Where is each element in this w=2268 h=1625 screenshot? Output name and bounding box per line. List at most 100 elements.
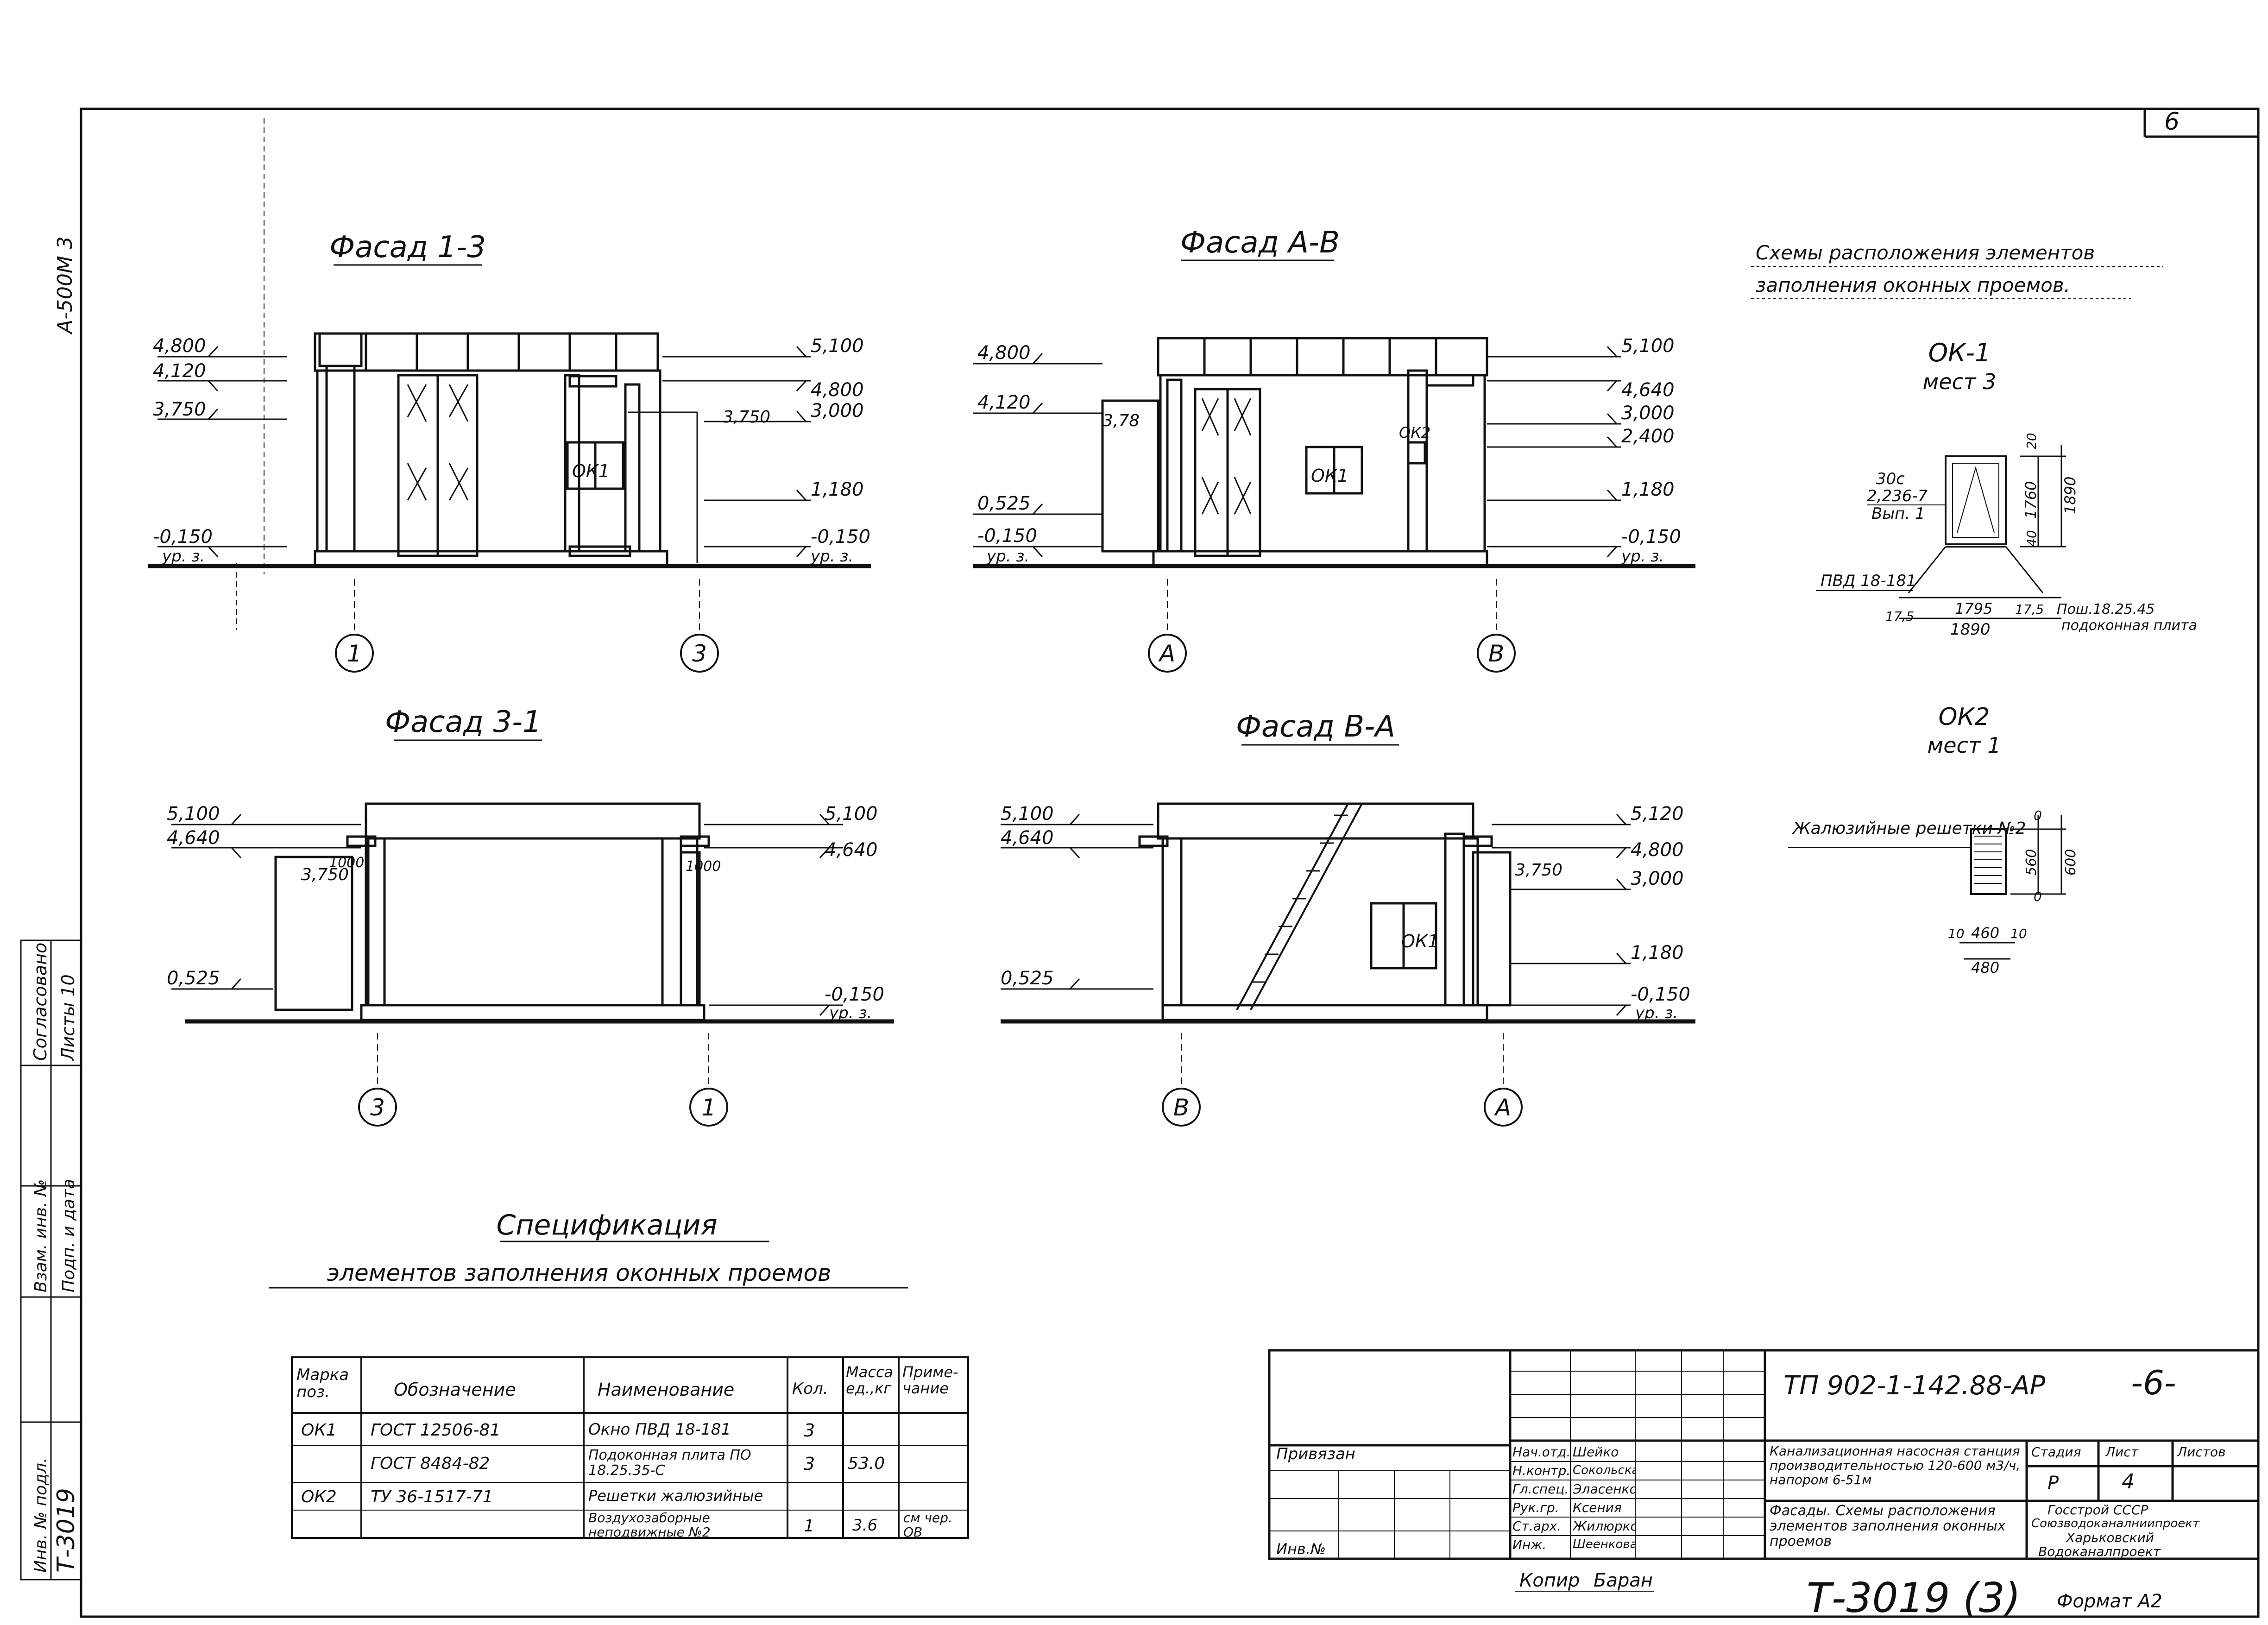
attach-label: Привязан (1276, 1445, 1355, 1463)
spec-row4-qty: 1 (804, 1517, 814, 1536)
left-stamp-line-5: Инв. № подл. (32, 1458, 50, 1573)
left-stamp-line-1: Согласовано (30, 943, 50, 1061)
scheme-title-line-1: Схемы расположения элементов (1756, 241, 2095, 264)
window-schemes: Схемы расположения элементов заполнения … (1751, 241, 2197, 976)
spec-row1-designation: ГОСТ 12506-81 (371, 1421, 501, 1440)
ok1-label-13: Пош.18.25.45 (2057, 601, 2155, 617)
ok2-label-3: 600 (2063, 849, 2079, 875)
elev-right-5: 1,180 (1621, 479, 1675, 500)
elev-left-3: 0,525 (167, 968, 220, 989)
spec-table-grid (291, 1356, 969, 1539)
ok1-label-1: 30с (1876, 470, 1905, 488)
window-label: ОК1 (1401, 931, 1439, 951)
role-4: Рук.гр. (1512, 1501, 1559, 1515)
spec-row2-qty: 3 (804, 1455, 815, 1474)
ok1-label-4: ПВД 18-181 (1821, 572, 1916, 590)
ok2-label-4: 460 (1971, 924, 1999, 942)
axis-left: В (1173, 1094, 1189, 1121)
elev-right-1: 5,100 (811, 335, 864, 357)
level-left: ур. з. (986, 547, 1029, 566)
spec-header-designation: Обозначение (394, 1380, 516, 1400)
spec-row1-name: Окно ПВД 18-181 (588, 1421, 731, 1439)
archive-number: Т-3019 (3) (1807, 1574, 2021, 1622)
ok2-label-2: 560 (2023, 849, 2040, 875)
elev-left-3: 0,525 (1001, 968, 1054, 989)
elev-left-4: -0,150 (977, 525, 1037, 547)
spec-row2-mass: 53.0 (848, 1455, 885, 1473)
axis-right: 1 (701, 1094, 716, 1121)
ok1-label-7: 17,5 (1885, 609, 1914, 624)
axis-left: 1 (347, 640, 362, 667)
stage-value: Р (2048, 1473, 2059, 1493)
axis-right: В (1488, 640, 1504, 667)
facade-3-1: Фасад 3-1 5,100 4,640 0,525 5,100 (167, 705, 894, 1127)
axis-right: 3 (692, 640, 707, 667)
name-6: Шеенкова (1573, 1538, 1635, 1551)
org-line-1: Госстрой СССР (2048, 1503, 2148, 1518)
ok2-label-9: 0 (2034, 889, 2042, 904)
elev-right-5: -0,150 (811, 526, 870, 548)
name-1: Шейко (1573, 1445, 1619, 1460)
scheme-title-line-2: заполнения оконных проемов. (1756, 274, 2070, 296)
name-5: Жилюрко (1573, 1519, 1635, 1534)
level-right: ур. з. (829, 1004, 872, 1022)
elev-right-3: 3,000 (811, 400, 864, 422)
elev-right-3: 3,000 (1621, 403, 1675, 424)
org-line-2: Союзводоканалниипроект (2031, 1517, 2200, 1531)
inner-mark-1: 3,78 (1102, 411, 1140, 430)
inner-mark-1: 3,750 (1515, 861, 1562, 880)
elev-right-5: -0,150 (1631, 984, 1690, 1005)
level-right: ур. з. (810, 547, 853, 566)
copy-name: Баран (1594, 1570, 1653, 1591)
name-4: Ксения (1573, 1501, 1622, 1515)
elev-left-3: 3,750 (153, 399, 206, 420)
ok1-label-3: Вып. 1 (1871, 504, 1925, 523)
format-label: Формат А2 (2057, 1591, 2162, 1612)
left-stamp-number: Т-3019 (52, 1488, 80, 1573)
role-1: Нач.отд. (1512, 1445, 1570, 1460)
elev-left-3: 0,525 (977, 493, 1031, 514)
ok1-label-6: 1890 (1950, 620, 1991, 639)
elev-right-1: 5,120 (1631, 803, 1684, 825)
ok2-label-1: Жалюзийные решетки №2 (1792, 819, 2026, 838)
ok2-label-8: 0 (2034, 808, 2042, 823)
copy-label: Копир (1519, 1570, 1580, 1591)
ok1-title: ОК-1 (1928, 338, 1991, 367)
ok1-label-8: 17,5 (2015, 602, 2044, 617)
role-2: Н.контр. (1512, 1464, 1570, 1478)
org-line-3: Харьковский (2066, 1531, 2154, 1545)
elev-right-2: 4,800 (1631, 839, 1684, 861)
elev-left-1: 4,800 (977, 342, 1031, 364)
elev-right-3: -0,150 (825, 984, 884, 1005)
title-block-grid (1268, 1349, 2260, 1560)
elev-right-4: 2,400 (1621, 426, 1675, 447)
ok1-sub: мест 3 (1923, 369, 1997, 394)
spec-header-name: Наименование (598, 1380, 735, 1400)
org-line-4: Водоканалпроект (2038, 1545, 2161, 1559)
role-5: Ст.арх. (1512, 1519, 1562, 1534)
elev-left-1: 5,100 (1001, 803, 1054, 825)
spec-row2-name: Подоконная плита ПО 18.25.35-С (588, 1448, 751, 1478)
sheet-mark: -6- (2131, 1363, 2176, 1402)
project-name: Канализационная насосная станция произво… (1770, 1444, 2021, 1487)
facade-title: Фасад А-В (1180, 226, 1340, 260)
facade-title: Фасад 3-1 (385, 705, 542, 739)
sheet-frame (80, 107, 2260, 1618)
elev-left-2: 4,640 (1001, 827, 1054, 849)
level-right: ур. з. (1635, 1004, 1678, 1022)
spec-row2-designation: ГОСТ 8484-82 (371, 1455, 490, 1473)
axis-right: А (1494, 1094, 1511, 1121)
ok1-label-14: подоконная плита (2061, 617, 2197, 634)
title-code: ТП 902-1-142.88-АР (1783, 1371, 2046, 1401)
sheet-title: Фасады. Схемы расположения элементов зап… (1770, 1503, 2006, 1549)
elev-right-2: 4,640 (1621, 379, 1675, 401)
elev-right-2: 4,640 (825, 839, 878, 861)
elev-left-2: 4,640 (167, 827, 220, 849)
window-label: ОК1 (572, 461, 610, 481)
spec-row4-name: Воздухозаборные неподвижные №2 (588, 1511, 711, 1540)
elev-right-2: 4,800 (811, 379, 864, 401)
left-stamp-line-3: Взам. инв. № (32, 1179, 50, 1292)
ok1-label-5: 1795 (1955, 600, 1992, 617)
spec-row1-mark: ОК1 (301, 1421, 337, 1440)
